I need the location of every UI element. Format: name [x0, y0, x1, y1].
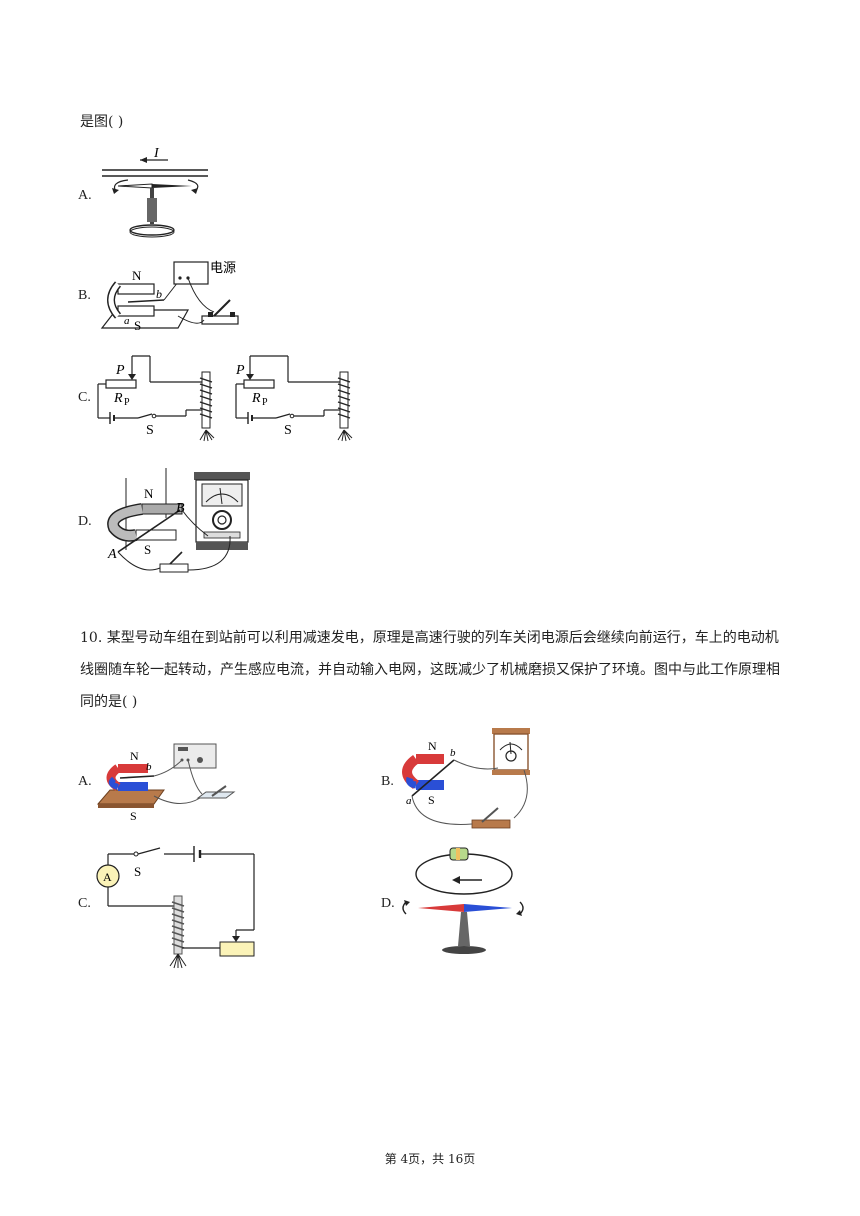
- q10-figure-b-generator: N S a b: [402, 728, 530, 829]
- q9-fig-d-pole-n: N: [144, 486, 154, 501]
- q9-fig-b-power-label: 电源: [210, 261, 236, 276]
- q9-figure-a-compass-wire: I: [102, 148, 208, 238]
- q9-fig-c-circuit-left: P R P S: [97, 355, 215, 442]
- q9-fig-d-pole-s: S: [144, 542, 151, 557]
- q10-figure-d-coil-compass: [402, 847, 524, 954]
- q9-fig-b-pole-n: N: [132, 268, 142, 283]
- q9-fig-c-left-slider: P: [115, 363, 125, 378]
- q9-figure-d-induction-galvanometer: N S A B: [107, 468, 250, 573]
- q9-fig-c-circuit-right: P R P S: [235, 355, 353, 442]
- q9-figure-b-motor: N S a b 电源: [100, 261, 239, 333]
- q9-option-a-label: A.: [78, 188, 92, 203]
- q9-option-b-label: B.: [78, 288, 91, 303]
- q9-fig-b-wire-b: b: [156, 287, 162, 301]
- q9-option-d-label: D.: [78, 514, 92, 529]
- q10-option-d-label: D.: [381, 896, 395, 911]
- q9-fig-b-wire-a: a: [124, 315, 130, 327]
- q10-fig-b-pole-s: S: [428, 793, 435, 807]
- q9-fig-d-end-a: A: [107, 547, 117, 562]
- q10-option-b-label: B.: [381, 774, 394, 789]
- q10-fig-b-wire-b: b: [450, 747, 456, 759]
- q9-fig-c-right-rheostat-sub: P: [262, 397, 268, 408]
- q9-fig-c-right-switch: S: [284, 423, 292, 438]
- q9-fig-c-left-switch: S: [146, 423, 154, 438]
- q10-figure-a-motor: N S b: [96, 743, 236, 822]
- q9-fig-c-left-rheostat-sub: P: [124, 397, 130, 408]
- q10-fig-b-wire-a: a: [406, 795, 412, 807]
- q10-fig-a-pole-n: N: [130, 749, 139, 763]
- page-footer: 第 4页，共 16页: [384, 1152, 476, 1166]
- q9-stem-tail: 是图( ): [80, 114, 124, 130]
- q10-fig-c-ammeter-label: A: [103, 870, 112, 884]
- q9-figure-c-electromagnets: P R P S P R P S: [97, 355, 353, 442]
- q9-fig-c-right-rheostat: R: [251, 391, 261, 406]
- q10-stem: 10. 某型号动车组在到站前可以利用减速发电，原理是高速行驶的列车关闭电源后会继…: [80, 630, 780, 710]
- q10-fig-a-pole-s: S: [130, 809, 137, 822]
- q10-fig-c-switch-label: S: [134, 864, 141, 879]
- q10-option-a-label: A.: [78, 774, 92, 789]
- q9-fig-c-right-slider: P: [235, 363, 245, 378]
- q10-fig-b-pole-n: N: [428, 739, 437, 753]
- q10-figure-c-electromagnet-circuit: A S: [96, 846, 255, 969]
- q9-current-label: I: [153, 148, 160, 161]
- q9-option-c-label: C.: [78, 390, 91, 405]
- q10-option-c-label: C.: [78, 896, 91, 911]
- q9-fig-b-pole-s: S: [134, 318, 141, 333]
- q9-fig-c-left-rheostat: R: [113, 391, 123, 406]
- q10-fig-a-wire-b: b: [146, 761, 152, 773]
- q9-fig-d-end-b: B: [176, 501, 185, 516]
